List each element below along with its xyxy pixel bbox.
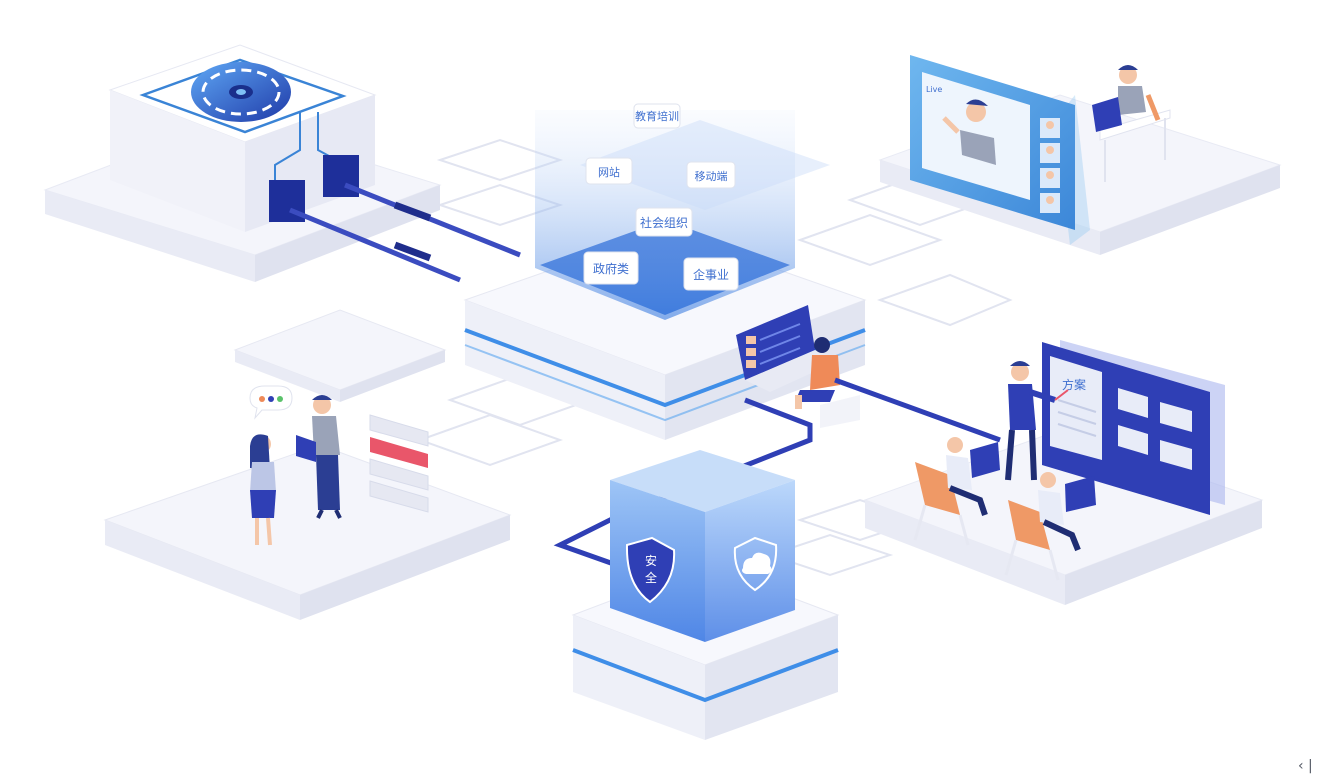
tag-mobile-label: 移动端 bbox=[695, 170, 728, 183]
man-with-tablet bbox=[296, 395, 342, 519]
shield-label-bottom: 全 bbox=[645, 570, 657, 585]
cloud-shield-icon bbox=[733, 536, 778, 592]
presentation-platform: 方案 bbox=[863, 340, 1264, 605]
live-broadcast-platform: Live bbox=[878, 55, 1282, 255]
corner-mark: ‹ | bbox=[1298, 758, 1313, 774]
fan-icon bbox=[191, 62, 291, 122]
live-badge: Live bbox=[926, 85, 942, 94]
tag-website: 网站 bbox=[585, 157, 633, 185]
woman-figure bbox=[250, 434, 276, 546]
security-module: 安 全 bbox=[571, 450, 840, 740]
shield-icon: 安 全 bbox=[625, 536, 676, 604]
tag-social-org: 社会组织 bbox=[635, 207, 693, 237]
server-fan-unit bbox=[43, 44, 521, 283]
presenter-standing bbox=[1005, 361, 1069, 481]
person-on-laptop bbox=[736, 305, 860, 428]
tag-education-label: 教育培训 bbox=[635, 109, 679, 123]
consultation-platform bbox=[103, 309, 512, 620]
seated-person-1 bbox=[913, 437, 1000, 546]
tag-mobile: 移动端 bbox=[686, 161, 736, 189]
tag-enterprise: 企事业 bbox=[683, 257, 739, 291]
tag-enterprise-label: 企事业 bbox=[693, 267, 729, 282]
chat-bubble-icon bbox=[249, 385, 293, 420]
tag-education: 教育培训 bbox=[633, 103, 681, 129]
tag-website-label: 网站 bbox=[598, 165, 620, 179]
form-panel-icon bbox=[369, 414, 429, 513]
tag-social-org-label: 社会组织 bbox=[640, 215, 688, 230]
shield-label-top: 安 bbox=[645, 553, 657, 568]
seated-person-2 bbox=[1004, 472, 1096, 581]
board-title: 方案 bbox=[1062, 377, 1086, 392]
tag-government: 政府类 bbox=[583, 251, 639, 285]
presenter-figure bbox=[942, 99, 996, 165]
tag-government-label: 政府类 bbox=[593, 261, 629, 276]
streamer-at-desk bbox=[1092, 65, 1171, 182]
